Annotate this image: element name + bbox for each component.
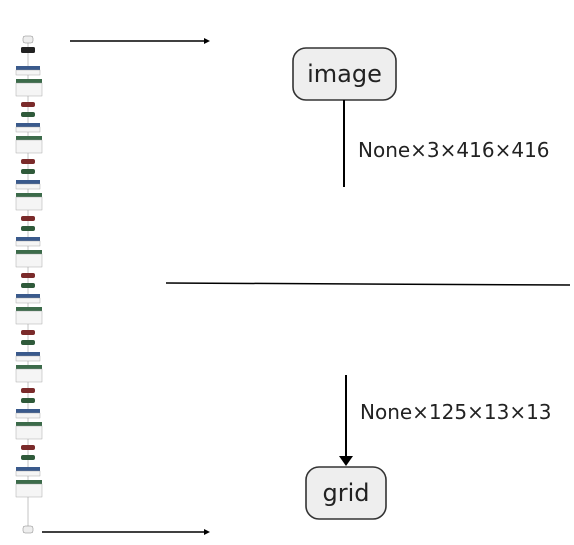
thumbnail-leakyrelu-2: [21, 216, 35, 221]
thumbnail-batchnorm-body-4: [15, 310, 43, 325]
input-node-image[interactable]: image: [292, 47, 397, 101]
thumbnail-conv-header-1: [16, 123, 40, 127]
thumbnail-batchnorm-header-3: [16, 250, 42, 254]
thumbnail-conv-body-3: [15, 240, 41, 247]
thumbnail-conv-body-2: [15, 183, 41, 190]
output-node-grid[interactable]: grid: [305, 466, 387, 520]
thumbnail-maxpool-3: [21, 283, 35, 288]
thumbnail-conv-header-3: [16, 237, 40, 241]
thumbnail-batchnorm-header-7: [16, 480, 42, 484]
thumbnail-batchnorm-header-6: [16, 422, 42, 426]
thumbnail-batchnorm-header-2: [16, 193, 42, 197]
thumbnail-batchnorm-body-3: [15, 253, 43, 268]
thumbnail-leakyrelu-0: [21, 102, 35, 107]
thumbnail-conv-header-0: [16, 66, 40, 70]
thumbnail-batchnorm-header-4: [16, 307, 42, 311]
thumbnail-maxpool-0: [21, 112, 35, 117]
thumbnail-batchnorm-body-2: [15, 196, 43, 211]
thumbnail-conv-header-4: [16, 294, 40, 298]
input-edge-label: None×3×416×416: [358, 138, 550, 162]
thumbnail-maxpool-1: [21, 169, 35, 174]
thumbnail-conv-header-2: [16, 180, 40, 184]
network-thumbnail: [15, 35, 43, 534]
thumbnail-leakyrelu-4: [21, 330, 35, 335]
thumbnail-conv-body-7: [15, 470, 41, 477]
thumbnail-input-node: [22, 35, 34, 44]
thumbnail-conv-header-6: [16, 409, 40, 413]
thumbnail-conv-body-1: [15, 126, 41, 133]
thumbnail-maxpool-2: [21, 226, 35, 231]
thumbnail-batchnorm-header-5: [16, 365, 42, 369]
thumbnail-conv-header-5: [16, 352, 40, 356]
bottom-callout-arrow: [42, 529, 210, 535]
thumbnail-leakyrelu-1: [21, 159, 35, 164]
thumbnail-batchnorm-body-7: [15, 483, 43, 498]
thumbnail-conv-body-5: [15, 355, 41, 362]
output-edge-label: None×125×13×13: [360, 400, 552, 424]
section-divider: [165, 282, 571, 286]
thumbnail-leakyrelu-5: [21, 388, 35, 393]
thumbnail-batchnorm-header-0: [16, 79, 42, 83]
thumbnail-conv-body-0: [15, 69, 41, 76]
thumbnail-maxpool-6: [21, 455, 35, 460]
thumbnail-conv-body-4: [15, 297, 41, 304]
thumbnail-maxpool-4: [21, 340, 35, 345]
input-node-label: image: [307, 60, 382, 88]
thumbnail-conv-body-6: [15, 412, 41, 419]
thumbnail-batchnorm-body-5: [15, 368, 43, 383]
thumbnail-batchnorm-body-0: [15, 82, 43, 97]
thumbnail-maxpool-5: [21, 398, 35, 403]
output-node-label: grid: [322, 479, 369, 507]
thumbnail-leakyrelu-6: [21, 445, 35, 450]
thumbnail-leakyrelu-3: [21, 273, 35, 278]
top-callout-arrow: [70, 38, 210, 44]
output-edge-arrow: [339, 375, 353, 466]
thumbnail-input-block: [21, 47, 35, 53]
thumbnail-batchnorm-header-1: [16, 136, 42, 140]
thumbnail-output-node: [22, 525, 34, 534]
thumbnail-batchnorm-body-6: [15, 425, 43, 440]
thumbnail-batchnorm-body-1: [15, 139, 43, 154]
thumbnail-conv-header-7: [16, 467, 40, 471]
